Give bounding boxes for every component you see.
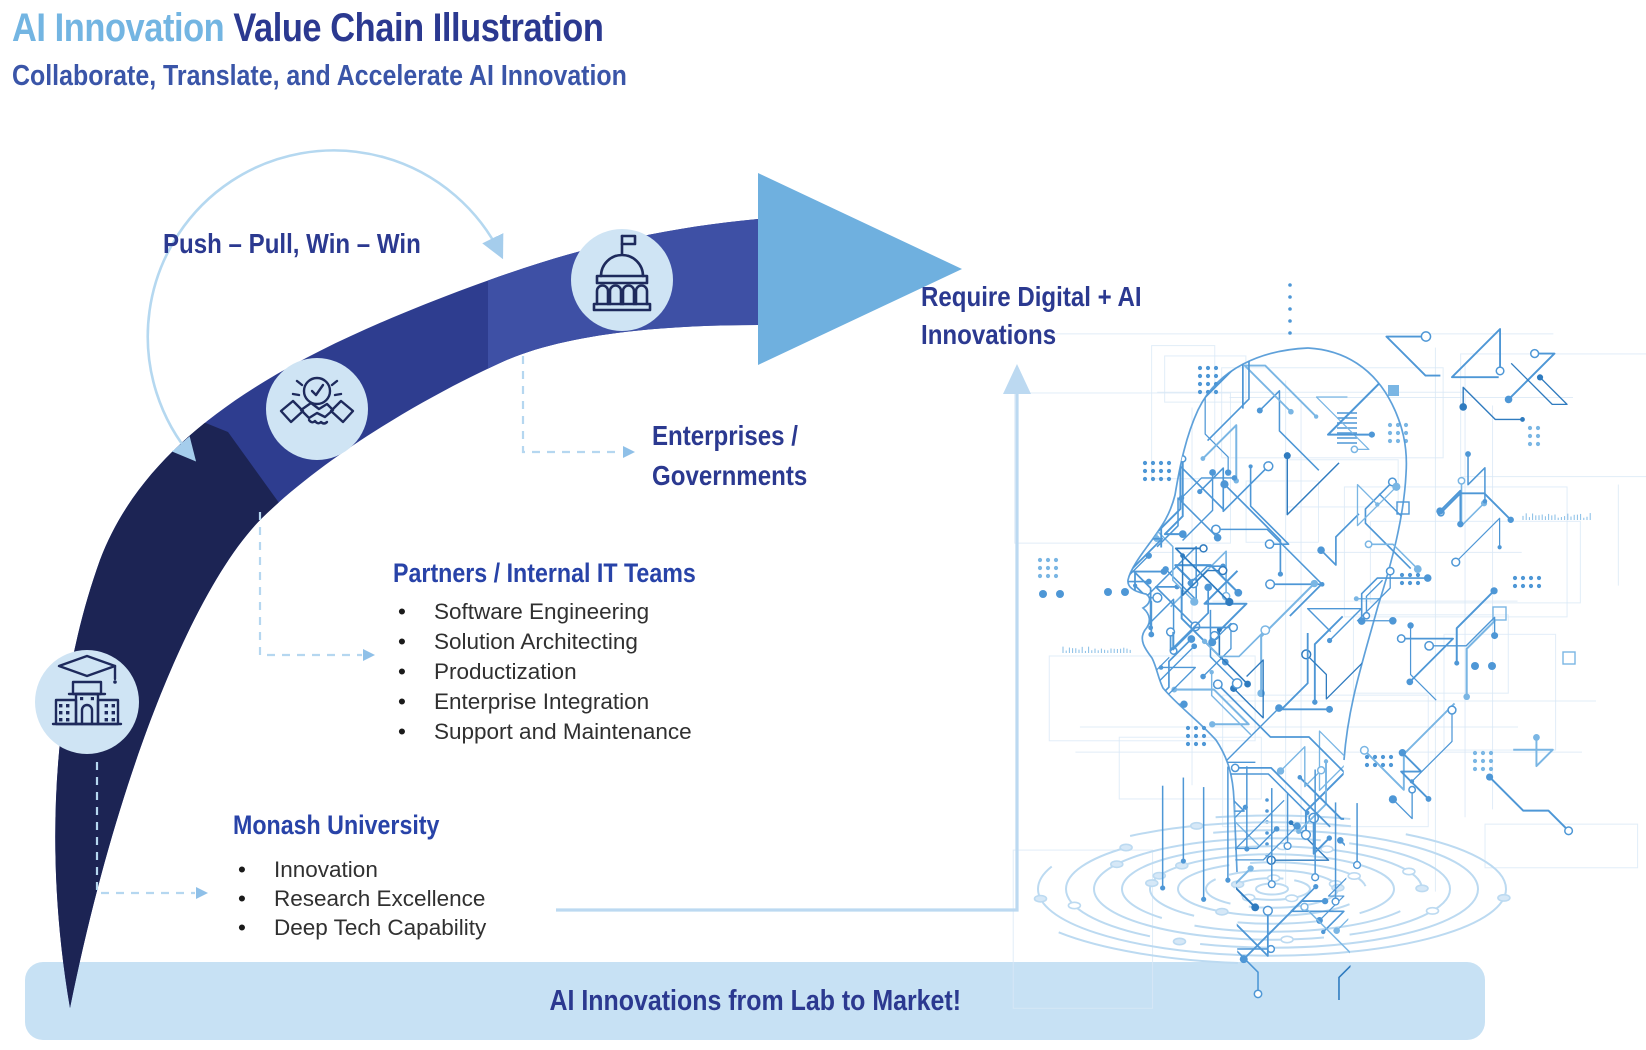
circuit-background-decor <box>1012 283 1646 1009</box>
ai-circuit-head-illustration <box>1127 328 1574 1000</box>
connector-enterprises <box>521 356 635 458</box>
government-dome-icon <box>592 234 652 312</box>
monash-block: Monash University Innovation Research Ex… <box>233 810 486 942</box>
connector-university <box>95 762 208 899</box>
connector-partners <box>258 512 375 661</box>
partners-heading: Partners / Internal IT Teams <box>393 558 696 588</box>
list-item: Support and Maintenance <box>393 717 745 747</box>
platform-rings <box>1009 813 1535 965</box>
list-item: Innovation <box>233 855 486 884</box>
list-item: Software Engineering <box>393 597 745 627</box>
list-item: Enterprise Integration <box>393 687 745 717</box>
push-pull-label: Push – Pull, Win – Win <box>163 228 421 259</box>
title-accent: AI Innovation <box>12 6 225 50</box>
arrow-right-icon <box>196 887 208 899</box>
dangling-circuit-lines <box>1160 766 1362 906</box>
side-circuit-traces <box>1356 328 1574 836</box>
arrow-up-icon <box>1003 364 1031 394</box>
arrow-right-icon <box>363 649 375 661</box>
title-rest: Value Chain Illustration <box>224 6 604 50</box>
banner: AI Innovations from Lab to Market! <box>25 962 1485 1040</box>
head-circuit-traces <box>1127 348 1407 1000</box>
partnership-icon-circle <box>266 358 368 460</box>
page-subtitle: Collaborate, Translate, and Accelerate A… <box>12 60 627 92</box>
partners-block: Partners / Internal IT Teams Software En… <box>393 558 745 747</box>
handshake-agreement-icon <box>279 376 355 425</box>
list-item: Deep Tech Capability <box>233 913 486 942</box>
list-item: Solution Architecting <box>393 627 745 657</box>
require-digital-ai-label: Require Digital + AI Innovations <box>921 281 1142 350</box>
monash-heading: Monash University <box>233 810 440 840</box>
partners-list: Software Engineering Solution Architecti… <box>393 597 745 747</box>
monash-list: Innovation Research Excellence Deep Tech… <box>233 855 486 942</box>
page-title: AI Innovation Value Chain Illustration <box>12 6 700 51</box>
head-back-outline <box>1307 347 1408 761</box>
arrow-right-icon <box>623 446 635 458</box>
university-icon-circle <box>35 650 139 754</box>
government-icon-circle <box>571 229 673 331</box>
list-item: Productization <box>393 657 745 687</box>
enterprises-governments-label: Enterprises / Governments <box>652 420 808 491</box>
head-profile-outline <box>1127 347 1309 873</box>
list-item: Research Excellence <box>233 884 486 913</box>
banner-text: AI Innovations from Lab to Market! <box>549 984 961 1017</box>
circular-loop-arrow-icon <box>146 149 504 462</box>
university-building-icon <box>51 654 123 726</box>
